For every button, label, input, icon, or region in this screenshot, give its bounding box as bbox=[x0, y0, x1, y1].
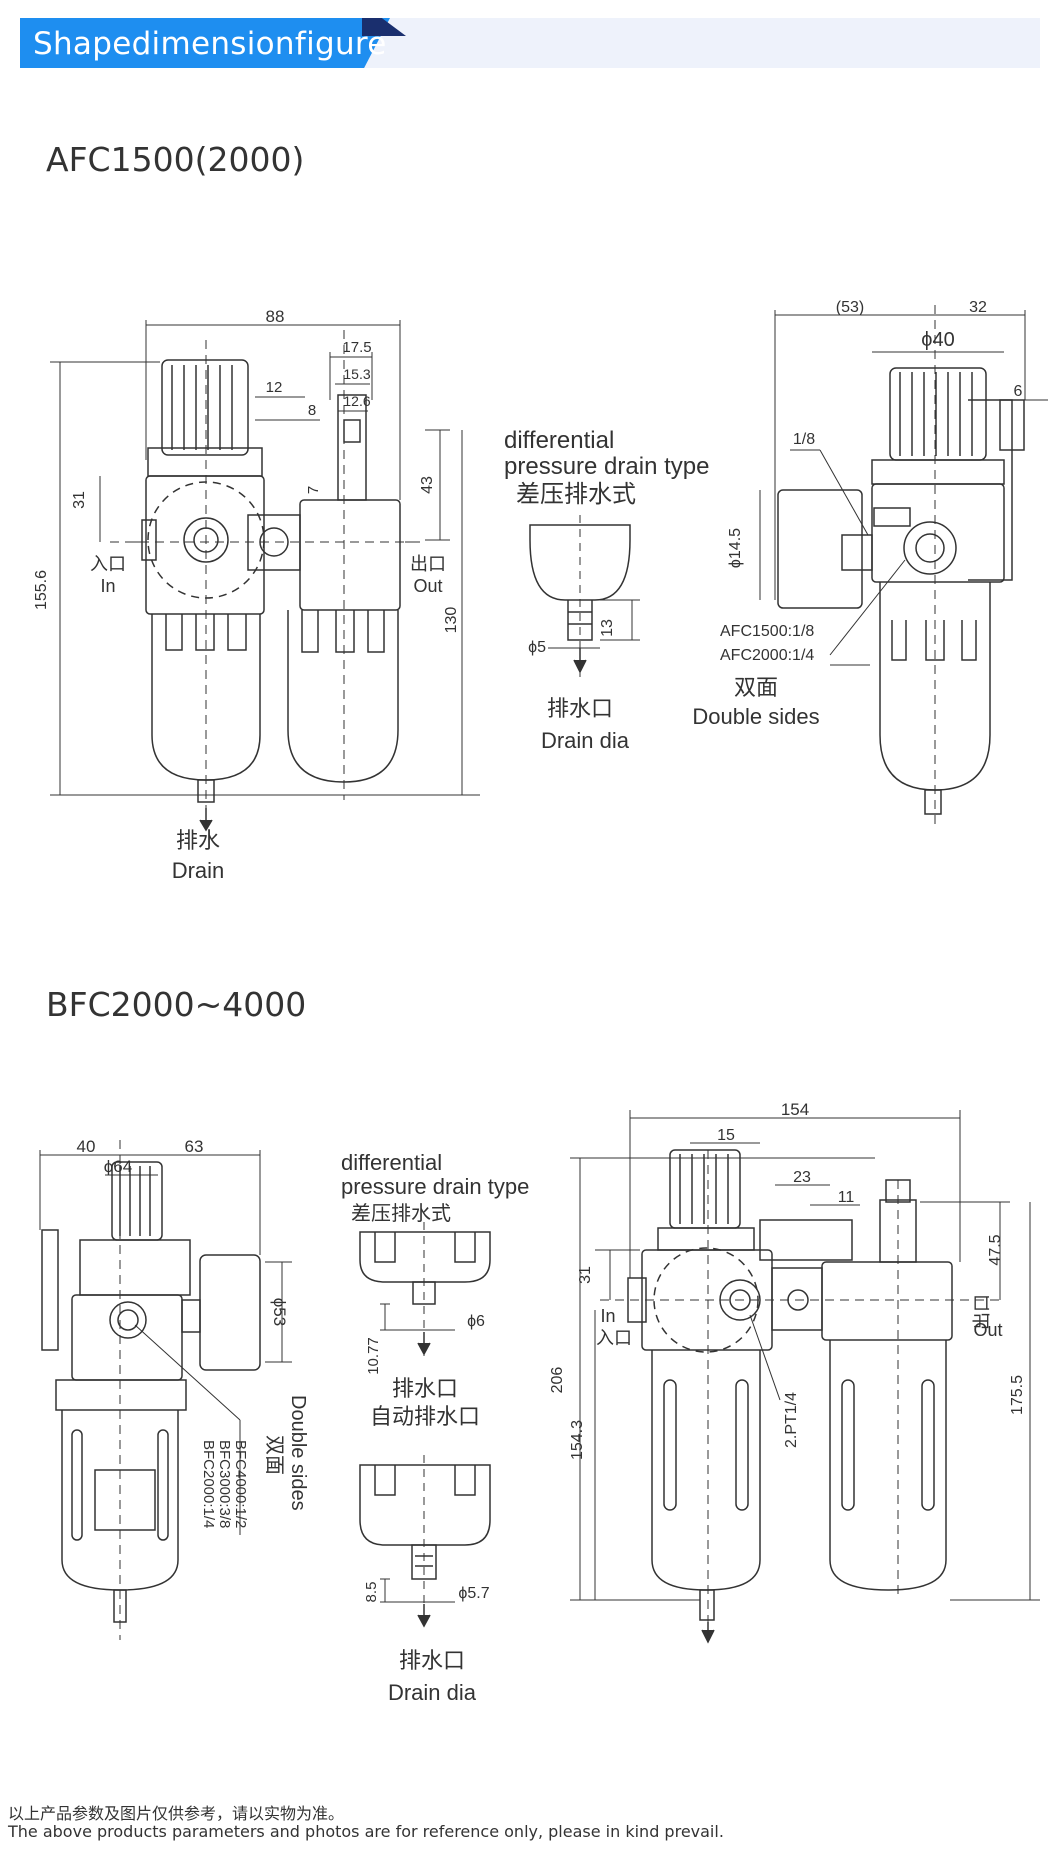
afc-dim-31: 31 bbox=[71, 491, 88, 509]
afc-drain-arrow bbox=[199, 808, 213, 832]
afc-dim-12: 12 bbox=[266, 379, 283, 396]
bfc-dim-154-3: 154.3 bbox=[569, 1420, 586, 1460]
afc-inlet-port bbox=[141, 519, 157, 561]
bfc-diff-en2: pressure drain type bbox=[341, 1174, 529, 1199]
afc-double-en: Double sides bbox=[692, 704, 819, 729]
afc-drain-cn: 排水 bbox=[176, 828, 220, 853]
afc-port2: AFC2000:1/4 bbox=[720, 647, 814, 664]
afc-dim-13: 13 bbox=[599, 619, 616, 637]
footer-note-en: The above products parameters and photos… bbox=[8, 1822, 724, 1841]
bfc-port2: BFC3000:3/8 bbox=[216, 1440, 233, 1528]
bfc-dim-phi5-7: ϕ5.7 bbox=[458, 1585, 489, 1602]
bfc-diff-en1: differential bbox=[341, 1150, 442, 1175]
bfc-dim-47-5: 47.5 bbox=[987, 1234, 1004, 1265]
afc-dim-17-5: 17.5 bbox=[342, 339, 371, 356]
bfc-drainport-en: Drain dia bbox=[388, 1680, 477, 1705]
bfc-drainport-cn: 排水口 bbox=[392, 1376, 458, 1401]
bfc-port3: BFC4000:1/2 bbox=[232, 1440, 249, 1528]
footer-note-cn: 以上产品参数及图片仅供参考，请以实物为准。 bbox=[8, 1804, 345, 1823]
bfc-dim-11: 11 bbox=[838, 1189, 855, 1206]
afc-out-cn: 出口 bbox=[410, 554, 446, 574]
bfc-dim-63: 63 bbox=[185, 1137, 204, 1156]
bfc-dim-31: 31 bbox=[577, 1266, 594, 1284]
afc-dim-43: 43 bbox=[419, 476, 436, 494]
bfc-in-cn: 入口 bbox=[596, 1328, 632, 1348]
afc-dim-7: 7 bbox=[305, 486, 322, 494]
afc-dim-12-6: 12.6 bbox=[343, 393, 370, 409]
afc-dim-8: 8 bbox=[308, 402, 316, 419]
afc-dim-130: 130 bbox=[443, 607, 460, 634]
afc-diff-cn: 差压排水式 bbox=[516, 481, 636, 508]
bfc-dim-23: 23 bbox=[793, 1169, 811, 1186]
afc-drainport-en: Drain dia bbox=[541, 728, 630, 753]
afc-drainport-cn: 排水口 bbox=[547, 696, 613, 721]
bfc-dim-40: 40 bbox=[77, 1137, 96, 1156]
bfc-dim-175-5: 175.5 bbox=[1009, 1375, 1026, 1415]
bfc-double-en: Double sides bbox=[287, 1395, 309, 1511]
afc-diff-en1: differential bbox=[504, 427, 614, 454]
afc-lubricator-neck bbox=[337, 394, 367, 501]
bfc-auto-drain-cn: 自动排水口 bbox=[370, 1404, 480, 1429]
bfc-dim-phi6: ϕ6 bbox=[467, 1313, 485, 1330]
afc-port1: AFC1500:1/8 bbox=[720, 623, 814, 640]
bfc-in-en: In bbox=[600, 1306, 615, 1326]
afc-out-en: Out bbox=[413, 576, 442, 596]
bfc-dim-2pt: 2.PT1/4 bbox=[783, 1392, 800, 1448]
bfc-drainport2-cn: 排水口 bbox=[399, 1648, 465, 1673]
bfc-out-en: Out bbox=[973, 1320, 1002, 1340]
afc-dim-phi14-5: ϕ14.5 bbox=[727, 528, 744, 568]
bfc-side-view bbox=[41, 1161, 261, 1623]
afc-dimension-drawing: 88 17.5 15.3 12.6 12 8 7 31 43 155.6 130… bbox=[33, 299, 1048, 883]
bfc-dim-8-5: 8.5 bbox=[363, 1582, 380, 1603]
bfc-port1: BFC2000:1/4 bbox=[200, 1440, 217, 1528]
afc-diff-en2: pressure drain type bbox=[504, 453, 709, 480]
afc-dim-88: 88 bbox=[266, 307, 285, 326]
afc-double-cn: 双面 bbox=[734, 675, 778, 700]
afc-dim-1-8: 1/8 bbox=[793, 431, 815, 448]
bfc-dim-phi64: ϕ64 bbox=[104, 1157, 132, 1176]
bfc-diff-cn: 差压排水式 bbox=[351, 1202, 451, 1225]
afc-section-title: AFC1500(2000) bbox=[46, 140, 305, 179]
afc-dim-155-6: 155.6 bbox=[33, 570, 50, 610]
afc-in-en: In bbox=[100, 576, 115, 596]
afc-drain-en: Drain bbox=[172, 858, 225, 883]
header-tab bbox=[20, 18, 390, 68]
bfc-assembly bbox=[627, 1149, 953, 1621]
afc-regulator-knob bbox=[161, 359, 249, 456]
afc-dim-15-3: 15.3 bbox=[343, 366, 370, 382]
bfc-dimension-drawing: 40 63 ϕ64 ϕ53 BFC2000:1/4 BFC3000:3/8 BF… bbox=[39, 1100, 1040, 1705]
afc-dim-phi40: ϕ40 bbox=[921, 329, 954, 351]
bfc-double-cn: 双面 bbox=[263, 1435, 285, 1475]
afc-pressure-gauge bbox=[777, 489, 863, 609]
bfc-dim-15: 15 bbox=[717, 1127, 735, 1144]
bfc-section-title: BFC2000~4000 bbox=[46, 985, 307, 1024]
afc-dim-phi5: ϕ5 bbox=[528, 639, 546, 656]
afc-in-cn: 入口 bbox=[90, 554, 126, 574]
afc-drain-detail bbox=[529, 515, 640, 680]
bfc-dim-phi53: ϕ53 bbox=[270, 1298, 289, 1326]
bfc-dim-10-77: 10.77 bbox=[365, 1337, 382, 1375]
afc-dim-6: 6 bbox=[1014, 383, 1023, 400]
afc-dim-32: 32 bbox=[969, 299, 987, 316]
bfc-dim-206: 206 bbox=[549, 1367, 566, 1394]
afc-dim-53: (53) bbox=[836, 299, 864, 316]
page-title: Shapedimensionfigure bbox=[33, 26, 387, 62]
bfc-dim-154: 154 bbox=[781, 1100, 809, 1119]
bfc-out-cn: 出口 bbox=[972, 1294, 992, 1330]
